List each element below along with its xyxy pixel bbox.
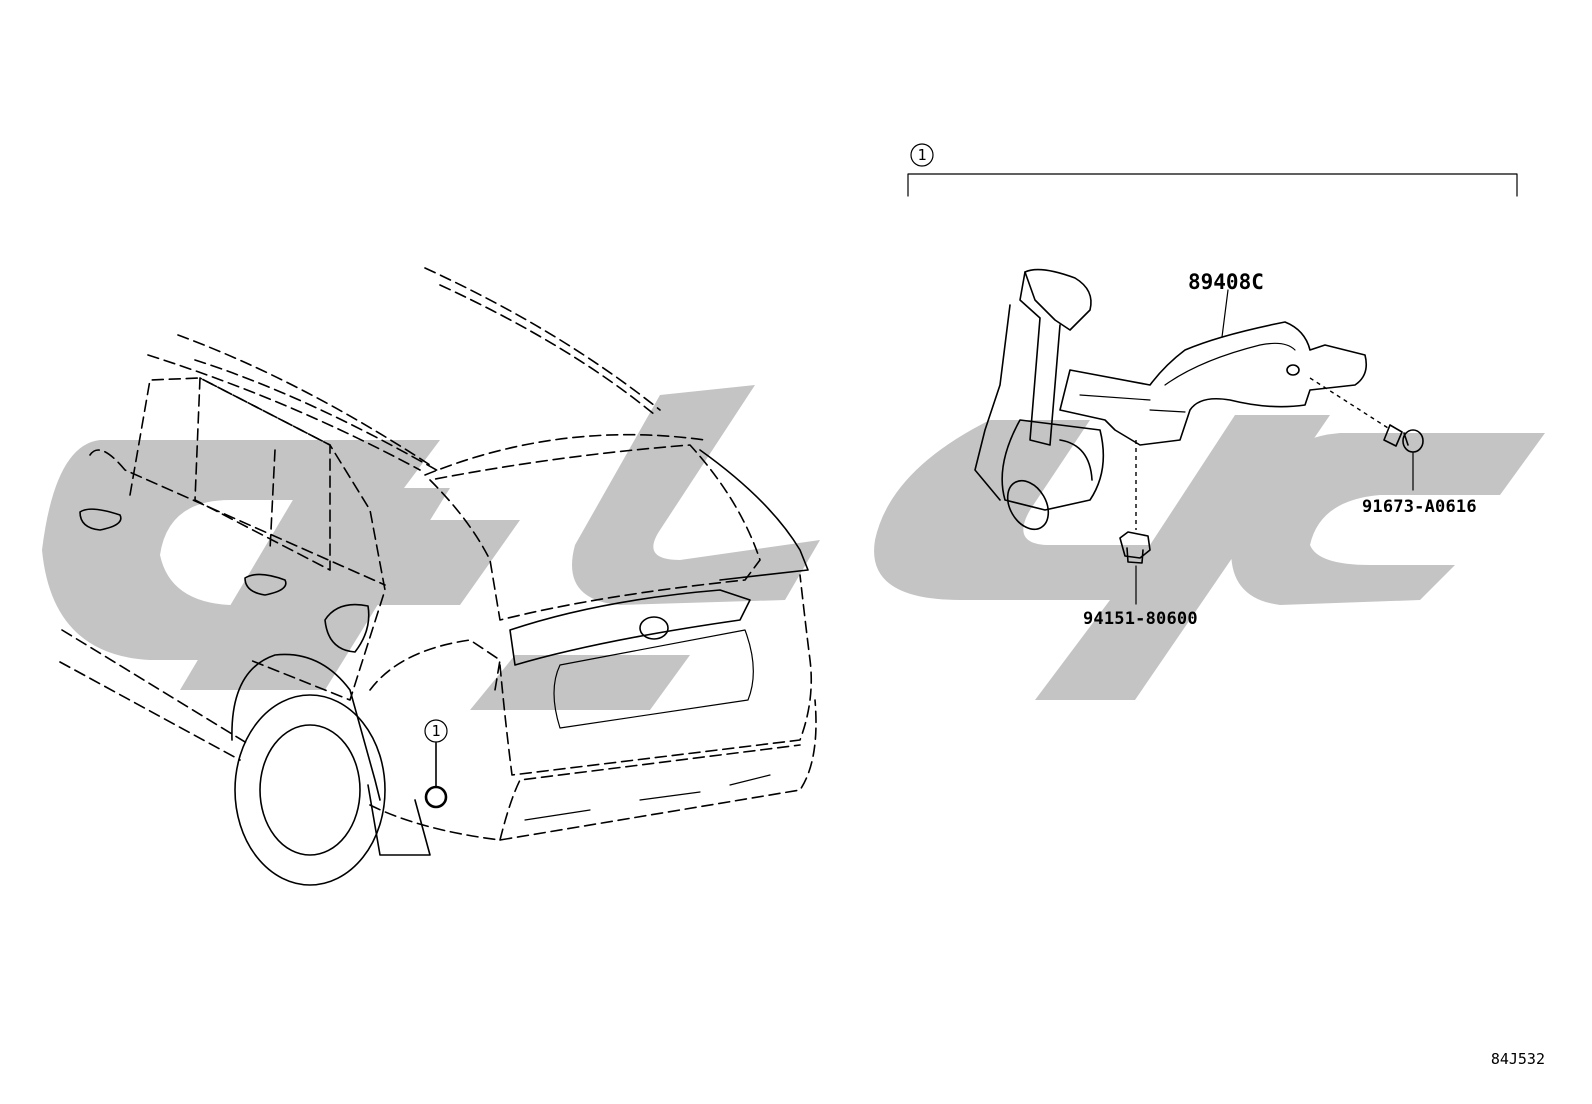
roof-rail: [424, 267, 661, 416]
part-number-sensor: 89408C: [1188, 270, 1264, 294]
bumper-vent: [524, 774, 771, 821]
callout-1-assembly-label: 1: [917, 146, 926, 164]
nut-94151: [1119, 531, 1151, 564]
roof-rail-left: [147, 334, 431, 471]
sensor-location-marker: [424, 785, 448, 809]
quarter-window: [194, 377, 331, 571]
height-sensor-assembly: [974, 268, 1424, 605]
rear-window: [429, 444, 761, 621]
sensor-link-rod: [1024, 268, 1092, 331]
rear-spoiler: [699, 449, 809, 581]
mud-flap: [367, 784, 431, 856]
tail-light-left: [369, 639, 501, 691]
rear-bumper: [369, 699, 817, 841]
watermark-shape-5: [470, 655, 690, 710]
watermark-logo: [42, 385, 1545, 710]
assembly-bracket: 1: [907, 143, 1518, 197]
callout-1-vehicle: 1: [424, 719, 448, 743]
door-handle-rear: [244, 573, 287, 596]
roof-outline: [194, 359, 706, 476]
leader-89408c: [1221, 289, 1229, 338]
part-number-bolt: 91673-A0616: [1362, 497, 1477, 517]
illustration-code: 84J532: [1491, 1050, 1545, 1068]
watermark-shape-7: [1231, 433, 1545, 605]
rear-emblem: [639, 616, 669, 640]
sensor-body: [1001, 419, 1105, 511]
watermark-shape-3: [325, 520, 520, 605]
vehicle-illustration: [59, 267, 817, 886]
rear-wheel-inner: [259, 724, 361, 856]
body-side: [59, 449, 386, 761]
sensor-connector: [1006, 479, 1050, 531]
rear-wheel-outer: [234, 694, 386, 886]
part-number-nut: 94151-80600: [1083, 609, 1198, 629]
bolt-91673: [1383, 424, 1424, 453]
fuel-door: [324, 603, 370, 653]
sensor-arm: [1059, 321, 1368, 446]
hatch-body: [499, 574, 812, 776]
callout-1-vehicle-label: 1: [431, 722, 440, 740]
license-plate-area: [553, 629, 754, 729]
door-handle-front: [79, 508, 122, 531]
wheel-arch: [231, 653, 381, 801]
watermark-shape-4: [572, 385, 820, 605]
tail-light-right: [509, 589, 751, 666]
rear-door: [129, 377, 386, 701]
